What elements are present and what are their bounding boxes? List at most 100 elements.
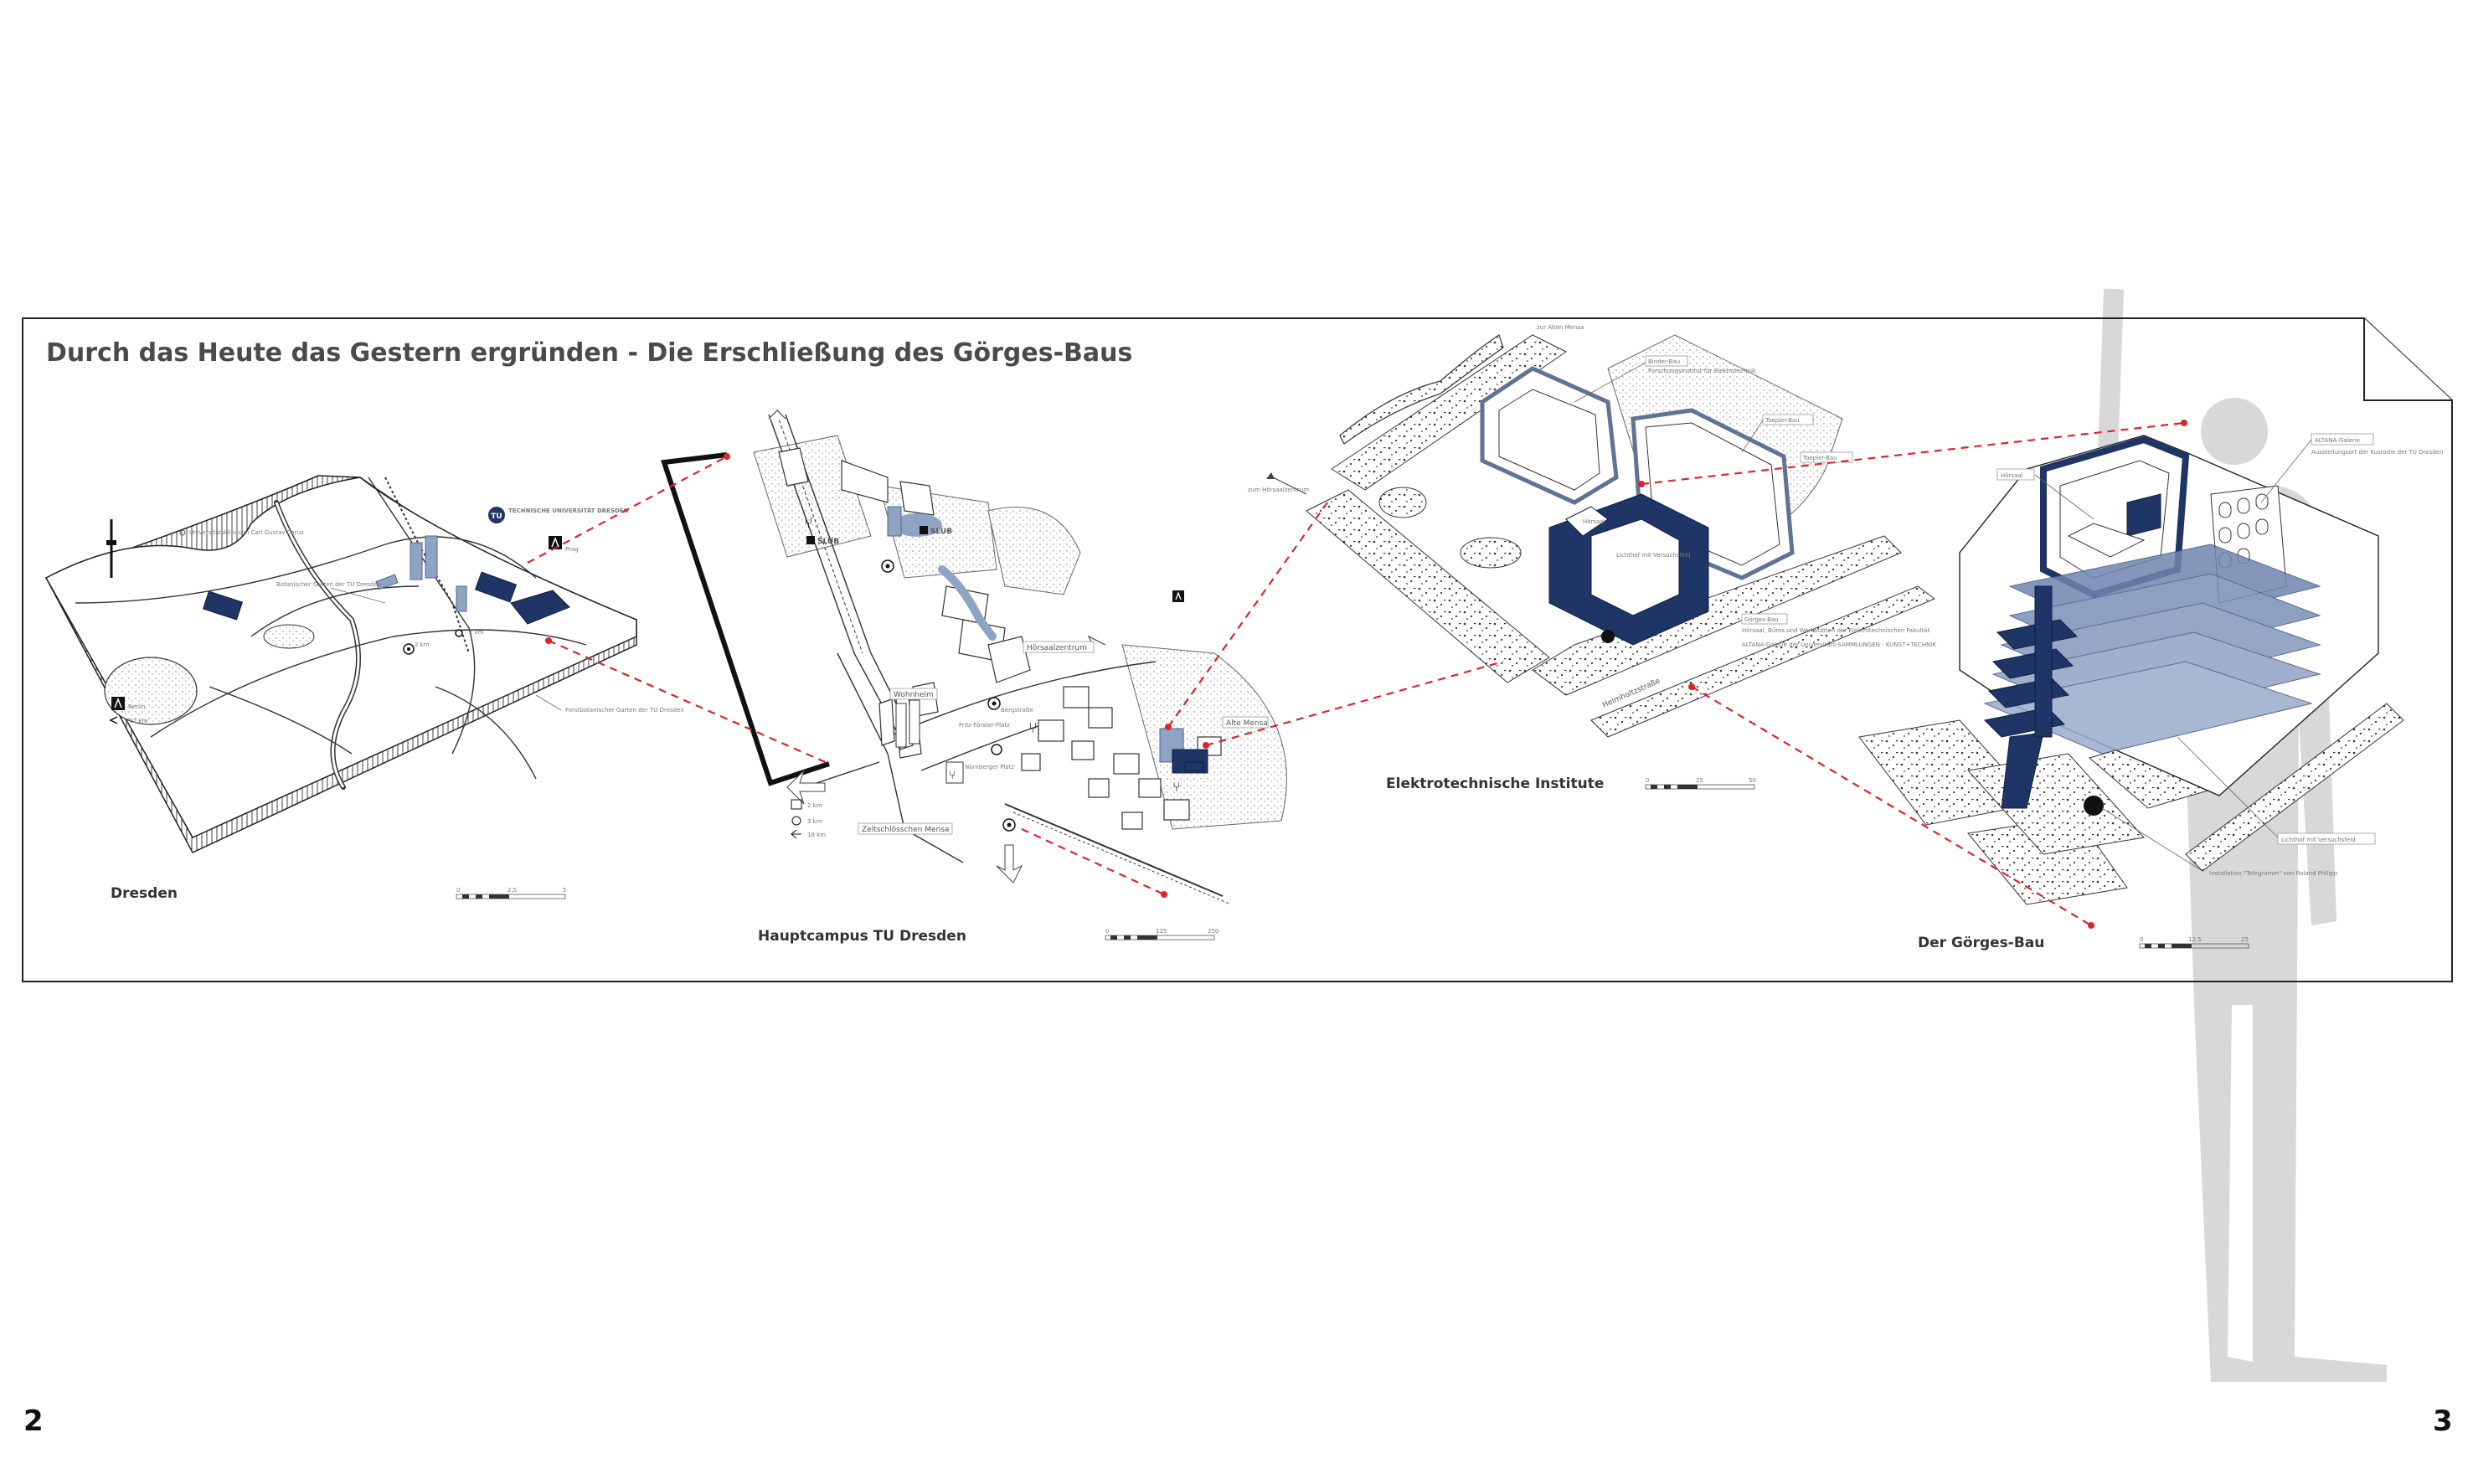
scale-bar-goerges: 0 12,5 25 bbox=[2139, 936, 2249, 949]
arrow-west-icon bbox=[786, 770, 826, 805]
svg-text:SLUB: SLUB bbox=[930, 528, 952, 536]
mensa-icon-3: ⑂ bbox=[1172, 781, 1181, 795]
svg-text:Toepler-Bau: Toepler-Bau bbox=[1765, 417, 1800, 424]
svg-text:ALTANA-Galerie: ALTANA-Galerie bbox=[2315, 437, 2360, 444]
goerges-campus-highlight bbox=[1159, 728, 1208, 774]
label-hoersaal-inst: Hörsaal bbox=[1583, 518, 1605, 525]
svg-text:18 km: 18 km bbox=[807, 832, 826, 838]
svg-text:25: 25 bbox=[2241, 936, 2249, 943]
label-fritz-foerster-platz: Fritz-Förster-Platz bbox=[959, 722, 1010, 729]
label-forst: Forstbotanischer Garten der TU Dresden bbox=[565, 707, 684, 714]
binder-bau bbox=[1480, 366, 1619, 505]
svg-text:192 km: 192 km bbox=[126, 718, 148, 724]
svg-text:Prag: Prag bbox=[565, 546, 579, 553]
page-number-right: 3 bbox=[2433, 1404, 2453, 1438]
panel-campus: SLUB SLUB ⑂ ⑂ ⑂ Hörsaalzentrum Woh bbox=[660, 410, 1293, 945]
campus-buildings bbox=[778, 447, 1222, 830]
label-altana: ALTANA-Galerie Ausstellungsort der Kusto… bbox=[2260, 433, 2443, 503]
campus-building-a bbox=[474, 571, 518, 603]
svg-text:0: 0 bbox=[1646, 777, 1649, 784]
highway-icon-berlin: Berlin 192 km bbox=[109, 697, 148, 724]
svg-text:Ausstellungsort der Kustodie d: Ausstellungsort der Kustodie der TU Dres… bbox=[2311, 449, 2443, 456]
label-hoersaal-goerges: Hörsaal bbox=[1996, 468, 2094, 520]
svg-text:0: 0 bbox=[2140, 936, 2143, 943]
floor-plates bbox=[1983, 544, 2321, 755]
svg-text:Binder-Bau: Binder-Bau bbox=[1648, 358, 1680, 365]
svg-text:25: 25 bbox=[1696, 777, 1703, 784]
board-title: Durch das Heute das Gestern ergründen - … bbox=[46, 338, 1132, 368]
svg-text:0: 0 bbox=[456, 887, 460, 894]
caption-campus: Hauptcampus TU Dresden bbox=[758, 928, 966, 945]
label-wohnheim: Wohnheim bbox=[889, 688, 938, 700]
svg-text:3 km: 3 km bbox=[807, 818, 822, 825]
scale-bar-dresden: 0 2,5 5 bbox=[456, 887, 566, 899]
svg-text:Hörsaal: Hörsaal bbox=[2001, 472, 2023, 479]
svg-text:ALTANA-Galerie der Universität: ALTANA-Galerie der Universitäts-SAMMLUNG… bbox=[1742, 642, 1936, 648]
label-toepler-bau-2: Toepler-Bau bbox=[1800, 451, 1853, 463]
location-marker-icon bbox=[403, 643, 415, 655]
zoom-connectors bbox=[527, 420, 2187, 929]
label-lichthof-inst: Lichthof mit Versuchsfeld bbox=[1616, 552, 1691, 559]
label-hoersaalzentrum: Hörsaalzentrum bbox=[1023, 641, 1095, 653]
svg-text:Görges-Bau: Görges-Bau bbox=[1744, 616, 1779, 623]
stair-core bbox=[1983, 585, 2079, 809]
tu-dresden-logo: TU TECHNISCHE UNIVERSITÄT DRESDEN bbox=[488, 507, 629, 523]
svg-text:Universitätsklinikum Carl Gust: Universitätsklinikum Carl Gustav Carus bbox=[189, 529, 304, 536]
distance-legend: 2 km 3 km 18 km bbox=[791, 799, 826, 839]
label-zeltschloesschen: Zeltschlösschen Mensa bbox=[858, 822, 953, 835]
campus-building-b bbox=[510, 590, 570, 625]
svg-text:Zeltschlösschen Mensa: Zeltschlösschen Mensa bbox=[862, 826, 949, 834]
svg-text:TU: TU bbox=[491, 513, 502, 521]
tree-row bbox=[1339, 334, 1504, 445]
label-bergstrasse: Bergstraße bbox=[1001, 707, 1033, 714]
mensa-icon-2: ⑂ bbox=[1028, 719, 1038, 736]
caption-dresden: Dresden bbox=[111, 885, 178, 902]
svg-text:0: 0 bbox=[1105, 928, 1109, 935]
svg-text:Forschungsinstitut für Elektro: Forschungsinstitut für Elektrotechnik bbox=[1648, 368, 1757, 374]
label-dist-2km-a: 2 km bbox=[415, 642, 430, 648]
section-cut-plane bbox=[660, 452, 830, 786]
forest-area bbox=[104, 657, 198, 725]
svg-text:Lichthof mit Versuchsfeld: Lichthof mit Versuchsfeld bbox=[2281, 837, 2356, 843]
panel-goerges: Hörsaal ALTANA-Galerie Ausstellungsort d… bbox=[1858, 433, 2443, 951]
scale-bar-institute: 0 25 50 bbox=[1645, 777, 1756, 790]
label-nuernberger-platz: Nürnberger Platz bbox=[965, 764, 1014, 770]
svg-text:Berlin: Berlin bbox=[128, 703, 145, 710]
mensa-icon-1: ⑂ bbox=[804, 514, 813, 531]
goerges-bau-institute bbox=[1548, 493, 1709, 646]
label-alte-mensa: Alte Mensa bbox=[1222, 716, 1269, 729]
tower-b bbox=[425, 535, 438, 579]
svg-text:Hörsaal, Büros und Werkstätten: Hörsaal, Büros und Werkstätten der Elekt… bbox=[1742, 627, 1929, 634]
svg-text:⑂: ⑂ bbox=[949, 768, 956, 781]
svg-text:125: 125 bbox=[1156, 928, 1167, 935]
slub-highlight bbox=[892, 513, 942, 537]
label-zur-alten-mensa: zur Alten Mensa bbox=[1537, 324, 1584, 331]
label-binder-bau: Binder-Bau Forschungsinstitut für Elektr… bbox=[1574, 355, 1757, 403]
terrain-top bbox=[44, 477, 637, 838]
caption-institute: Elektrotechnische Institute bbox=[1386, 775, 1604, 792]
svg-text:TECHNISCHE UNIVERSITÄT DRESDEN: TECHNISCHE UNIVERSITÄT DRESDEN bbox=[508, 507, 629, 514]
svg-text:Alte Mensa: Alte Mensa bbox=[1226, 719, 1268, 728]
svg-text:Wohnheim: Wohnheim bbox=[894, 691, 934, 699]
arrow-south-icon bbox=[996, 844, 1023, 884]
label-goerges-bau: Görges-Bau Hörsaal, Büros und Werkstätte… bbox=[1741, 613, 1936, 648]
label-dist-2km-b: 2 km bbox=[469, 629, 484, 636]
svg-text:2,5: 2,5 bbox=[507, 887, 517, 894]
slub-icon-2: SLUB bbox=[920, 526, 952, 536]
svg-text:Hörsaalzentrum: Hörsaalzentrum bbox=[1027, 644, 1087, 652]
scale-bar-campus: 0 125 250 bbox=[1105, 928, 1218, 940]
svg-text:50: 50 bbox=[1749, 777, 1756, 784]
klinikum-building bbox=[202, 590, 244, 621]
caption-goerges: Der Görges-Bau bbox=[1918, 935, 2044, 951]
label-zum-hoersaalzentrum: zum Hörsaalzentrum bbox=[1248, 487, 1309, 493]
panel-dresden: Universitätsklinikum Carl Gustav Carus B… bbox=[44, 475, 684, 902]
svg-text:SLUB: SLUB bbox=[817, 538, 839, 546]
page-number-left: 2 bbox=[23, 1404, 44, 1438]
board-frame bbox=[22, 317, 2453, 982]
label-klinikum: Universitätsklinikum Carl Gustav Carus bbox=[179, 529, 304, 536]
panel-institute: zur Alten Mensa zum Hörsaalzentrum Binde… bbox=[1248, 324, 1936, 792]
slub-icon-1: SLUB bbox=[806, 536, 839, 546]
svg-text:2 km: 2 km bbox=[807, 802, 822, 809]
highway-icon-prag: Prag bbox=[549, 536, 579, 553]
